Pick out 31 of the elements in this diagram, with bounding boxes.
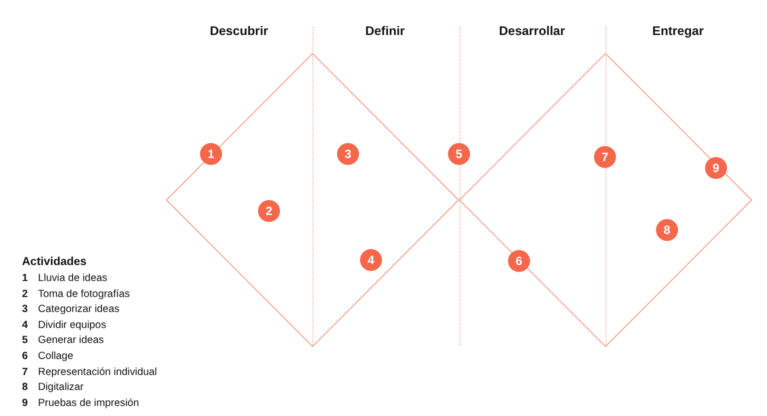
activity-name: Pruebas de impresión <box>38 396 140 410</box>
step-marker: 4 <box>360 249 382 271</box>
activity-number: 5 <box>22 334 28 348</box>
column-heading: Descubrir <box>210 24 268 38</box>
activity-name: Representación individual <box>38 366 157 379</box>
activity-number: 4 <box>22 318 28 332</box>
step-marker: 6 <box>508 250 530 272</box>
activity-number: 2 <box>22 288 28 301</box>
activity-name: Dividir equipos <box>38 318 106 332</box>
activity-number: 7 <box>22 366 28 379</box>
step-marker: 5 <box>448 143 470 165</box>
activity-number: 1 <box>22 272 28 285</box>
column-heading: Definir <box>365 24 405 38</box>
activity-name: Generar ideas <box>38 334 104 348</box>
activity-number: 9 <box>22 396 28 410</box>
activity-name: Collage <box>38 350 74 363</box>
activity-name: Toma de fotografías <box>38 288 130 301</box>
column-heading: Desarrollar <box>499 24 565 38</box>
step-marker: 7 <box>594 146 616 168</box>
step-marker: 2 <box>258 200 280 222</box>
step-marker: 8 <box>656 219 678 241</box>
step-marker: 1 <box>200 143 222 165</box>
activity-name: Categorizar ideas <box>38 303 120 316</box>
activity-name: Lluvia de ideas <box>38 272 108 285</box>
step-marker: 3 <box>337 143 359 165</box>
column-heading: Entregar <box>652 24 704 38</box>
activity-number: 8 <box>22 381 28 394</box>
activity-number: 3 <box>22 303 28 316</box>
legend-title: Actividades <box>22 256 87 269</box>
activity-name: Digitalizar <box>38 381 84 394</box>
activity-number: 6 <box>22 350 28 363</box>
